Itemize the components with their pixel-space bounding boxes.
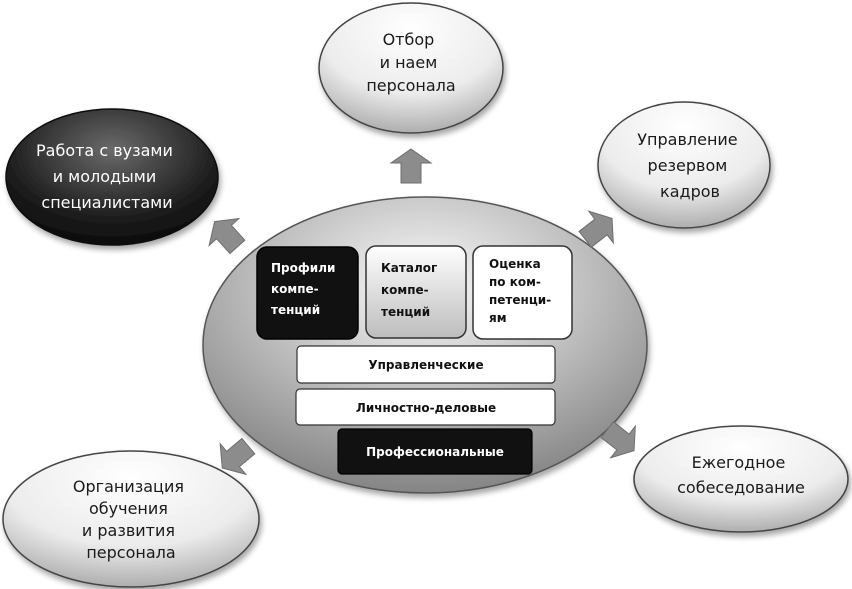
bar-personal: Личностно-деловые (295, 388, 556, 426)
node-universities: Работа с вузами и молодыми специалистами (5, 108, 219, 246)
node-training-line: Организация (73, 477, 184, 496)
node-reserve-line: резервом (648, 156, 728, 175)
bar-professional: Профессиональные (337, 428, 533, 475)
node-recruitment-line: и наем (380, 53, 438, 72)
svg-text:Управление резервом: Управление резервом кадров (637, 130, 742, 201)
node-universities-line: и молодыми (53, 167, 157, 186)
box-catalog: Каталог компе- тенций (365, 245, 467, 339)
box-profiles-line: тенций (271, 303, 320, 317)
svg-text:Отбор и наем персо: Отбор и наем персонала (366, 30, 455, 95)
node-interview-line: Ежегодное (692, 453, 786, 472)
bar-professional-label: Профессиональные (366, 445, 504, 459)
box-catalog-line: тенций (381, 305, 430, 319)
box-catalog-line: Каталог (381, 261, 437, 275)
svg-text:Профили компе- тен: Профили компе- тенций (271, 261, 340, 317)
svg-text:Работа с вузами и молоды: Работа с вузами и молодыми специалистами (36, 141, 178, 212)
box-assessment-line: по ком- (489, 275, 541, 289)
box-assessment-line: Оценка (489, 257, 541, 271)
node-reserve: Управление резервом кадров (597, 101, 771, 229)
box-assessment-line: петенци- (489, 293, 551, 307)
arrow-up-icon (389, 148, 433, 184)
box-catalog-line: компе- (381, 283, 429, 297)
bar-managerial-label: Управленческие (368, 358, 483, 372)
node-recruitment-line: персонала (366, 76, 455, 95)
box-profiles-line: Профили (271, 261, 335, 275)
bar-personal-label: Личностно-деловые (356, 401, 496, 415)
node-interview: Ежегодное собеседование (633, 425, 849, 533)
node-training: Организация обучения и развития персонал… (2, 450, 260, 588)
arrow-lower-left-icon (219, 437, 256, 476)
arrow-lower-right-icon (600, 421, 636, 459)
node-reserve-line: Управление (637, 130, 737, 149)
node-universities-line: специалистами (41, 193, 172, 212)
box-assessment: Оценка по ком- петенци- ям (472, 245, 573, 340)
node-training-line: обучения (89, 499, 168, 518)
node-recruitment: Отбор и наем персонала (318, 2, 504, 134)
svg-text:Каталог компе- тен: Каталог компе- тенций (381, 261, 441, 319)
node-universities-line: Работа с вузами (36, 141, 173, 160)
node-training-line: и развития (82, 521, 175, 540)
svg-text:Организация обучения: Организация обучения и развития персонал… (73, 477, 189, 562)
node-interview-line: собеседование (677, 478, 805, 497)
node-training-line: персонала (86, 543, 175, 562)
node-reserve-line: кадров (660, 182, 720, 201)
bar-managerial: Управленческие (296, 345, 556, 384)
arrow-upper-right-icon (578, 210, 614, 248)
node-recruitment-line: Отбор (383, 30, 435, 49)
svg-text:Ежегодное собеседование: Ежегодное собеседование (677, 453, 805, 497)
box-assessment-line: ям (489, 311, 507, 325)
box-profiles: Профили компе- тенций (256, 246, 359, 340)
box-profiles-line: компе- (271, 282, 319, 296)
svg-text:Оценка по ком- пет: Оценка по ком- петенци- ям (489, 257, 555, 325)
arrow-upper-left-icon (208, 217, 246, 255)
